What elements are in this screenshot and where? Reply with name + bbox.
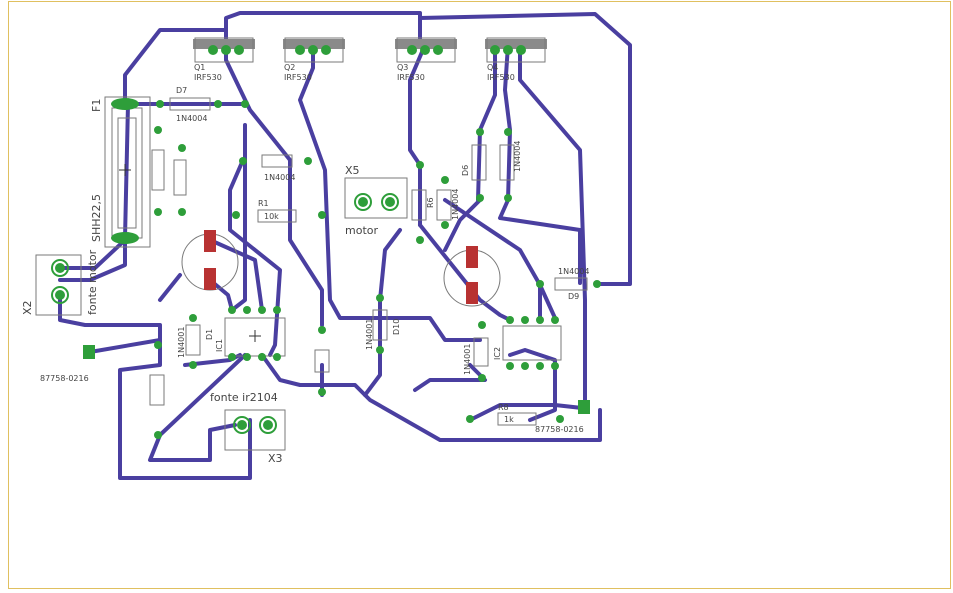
label-r1-ref: R1 (258, 199, 269, 208)
label-d1-ref: D1 (205, 329, 214, 340)
diode-d10 (372, 294, 388, 354)
diode-d6 (471, 128, 515, 202)
resistor-left-r2 (151, 126, 165, 216)
label-r8-ref: R8 (498, 403, 509, 412)
label-d9-value: 1N4004 (558, 267, 589, 276)
diode-d1 (185, 314, 201, 369)
label-x-right-value: 87758-0216 (535, 425, 584, 434)
label-r6-value: 1N4004 (451, 189, 460, 220)
label-d10-ref: D10 (392, 319, 401, 335)
label-x2-ref: X2 (21, 300, 34, 315)
capacitor-c1 (181, 230, 239, 291)
label-q1-ref: Q1 (194, 63, 205, 72)
diode-r6-group (411, 161, 452, 244)
connector-x5 (344, 177, 408, 219)
diode-d7 (156, 97, 249, 111)
trace-layer (58, 11, 632, 480)
silk-labels: Q1 IRF530 Q2 IRF530 Q3 IRF530 Q4 IRF530 … (21, 63, 589, 465)
label-ic2-diode-value: 1N4001 (463, 344, 472, 375)
resistor-r3 (314, 326, 330, 396)
ic1-body (224, 306, 286, 361)
resistor-r4 (149, 341, 165, 439)
diode-mid (239, 154, 312, 168)
label-f1-ref: F1 (90, 99, 103, 112)
connector-x2 (35, 254, 82, 316)
transistor-q3 (395, 37, 457, 63)
label-ic1-ref: IC1 (215, 339, 224, 352)
label-x5-ref: X5 (345, 164, 360, 177)
transistor-q2 (283, 37, 345, 63)
resistor-r8 (466, 412, 564, 426)
connector-87758-left (83, 345, 95, 359)
label-x3-ref: X3 (268, 452, 283, 465)
label-ic2-ref: IC2 (493, 347, 502, 360)
label-x-left-value: 87758-0216 (40, 374, 89, 383)
label-r6-ref: R6 (426, 197, 435, 208)
label-r8-value: 1k (504, 415, 514, 424)
label-d1-value: 1N4001 (177, 327, 186, 358)
label-d6-value: 1N4004 (513, 141, 522, 172)
label-q1-value: IRF530 (194, 73, 222, 82)
label-x5-value: motor (345, 224, 378, 237)
label-q2-ref: Q2 (284, 63, 295, 72)
ic2-body (502, 316, 562, 370)
label-q3-ref: Q3 (397, 63, 408, 72)
label-x2-value: fonte motor (86, 249, 99, 315)
label-mid-diode-value: 1N4004 (264, 173, 295, 182)
label-x3-value: fonte ir2104 (210, 391, 278, 404)
label-q4-ref: Q4 (487, 63, 498, 72)
diode-left-1n4004 (173, 144, 187, 216)
label-d6-ref: D6 (461, 165, 470, 176)
fuse-holder-f1 (104, 96, 151, 248)
transistor-q1 (193, 37, 255, 63)
capacitor-c2 (443, 246, 501, 307)
label-d9-ref: D9 (568, 292, 579, 301)
diode-ic2 (473, 321, 489, 382)
label-d7-ref: D7 (176, 86, 187, 95)
label-q4-value: IRF530 (487, 73, 515, 82)
board-outline (8, 1, 951, 589)
label-q3-value: IRF530 (397, 73, 425, 82)
label-d10-value: 1N4001 (365, 319, 374, 350)
label-f1-value: SHH22,5 (90, 194, 103, 242)
diode-d9 (536, 277, 601, 291)
label-q2-value: IRF530 (284, 73, 312, 82)
label-r1-value: 10k (264, 212, 279, 221)
label-d7-value: 1N4004 (176, 114, 207, 123)
connector-x3 (224, 409, 286, 451)
connector-87758-right (578, 400, 590, 414)
resistor-r1 (232, 209, 326, 223)
transistor-q4 (485, 37, 547, 63)
